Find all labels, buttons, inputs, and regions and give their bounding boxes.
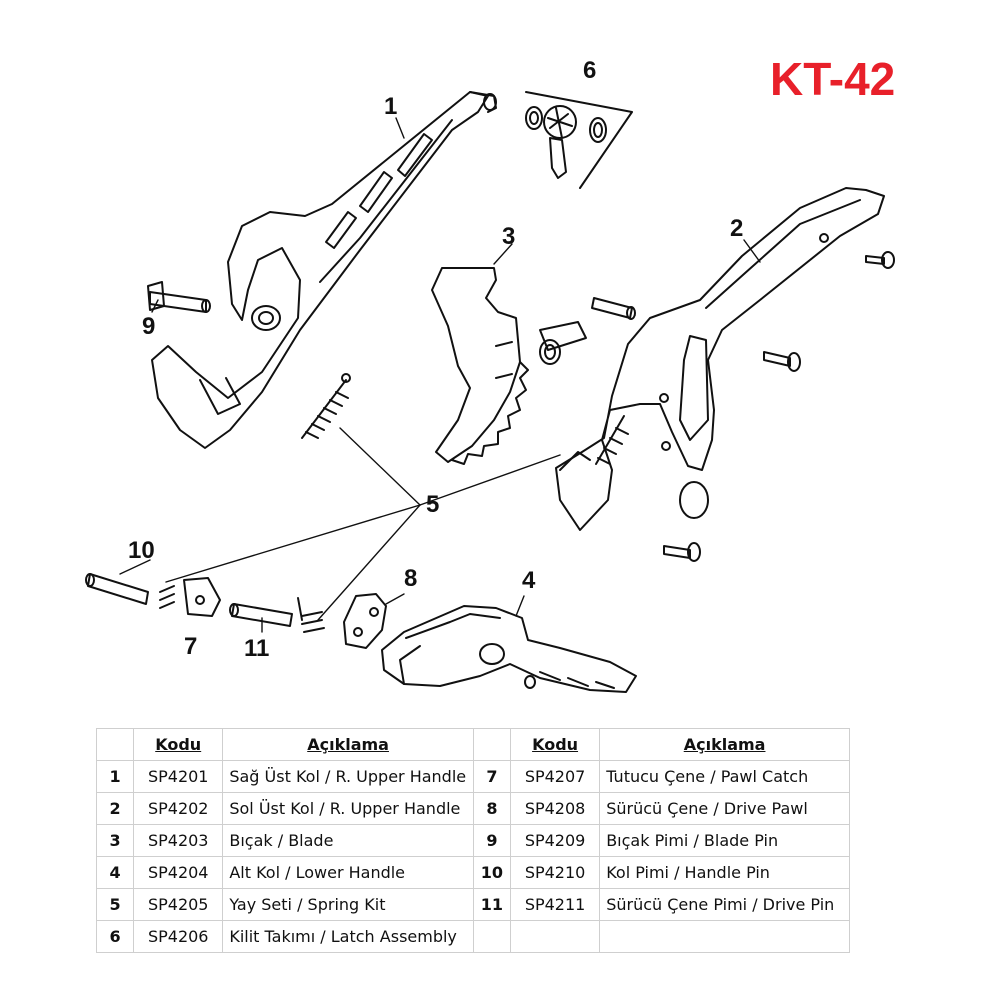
part-8-drive-pawl xyxy=(343,593,405,649)
header-no-left xyxy=(95,728,135,761)
part-code: SP4205 xyxy=(133,888,224,921)
callout-9: 9 xyxy=(142,313,155,340)
header-description-right: Açıklama xyxy=(599,728,850,761)
part-code: SP4203 xyxy=(133,824,224,857)
part-number: 2 xyxy=(95,792,135,825)
part-description: Tutucu Çene / Pawl Catch xyxy=(599,760,850,793)
part-code: SP4209 xyxy=(509,824,601,857)
part-7-pawl-catch xyxy=(159,577,221,617)
part-description: Kilit Takımı / Latch Assembly xyxy=(222,920,474,953)
leader-9 xyxy=(151,299,159,313)
part-number xyxy=(472,920,511,953)
part-3-blade xyxy=(431,267,587,465)
part-number: 5 xyxy=(95,888,135,921)
header-description-left: Açıklama xyxy=(222,728,474,761)
part-number: 10 xyxy=(472,856,511,889)
callout-11: 11 xyxy=(244,635,269,662)
part-number: 1 xyxy=(95,760,135,793)
callout-5: 5 xyxy=(426,491,439,518)
part-number: 6 xyxy=(95,920,135,953)
part-number: 8 xyxy=(472,792,511,825)
part-5-spring-on-handle xyxy=(595,415,629,465)
part-description: Alt Kol / Lower Handle xyxy=(222,856,474,889)
part-11-drive-pin xyxy=(229,603,293,633)
header-code-left: Kodu xyxy=(133,728,224,761)
part-code: SP4204 xyxy=(133,856,224,889)
part-code: SP4202 xyxy=(133,792,224,825)
callout-1: 1 xyxy=(384,93,397,120)
header-code-right: Kodu xyxy=(509,728,601,761)
screw-top xyxy=(865,251,895,269)
leader-5-b xyxy=(419,454,561,506)
part-description: Yay Seti / Spring Kit xyxy=(222,888,474,921)
part-number: 7 xyxy=(472,760,511,793)
callout-8: 8 xyxy=(404,565,417,592)
callout-2: 2 xyxy=(730,215,743,242)
part-code: SP4206 xyxy=(133,920,224,953)
part-9-blade-pin xyxy=(147,281,211,313)
part-1-upper-handle xyxy=(151,91,497,449)
part-6-latch-assembly xyxy=(525,91,633,189)
part-description: Sürücü Çene Pimi / Drive Pin xyxy=(599,888,850,921)
screw-bottom xyxy=(663,542,701,562)
part-5-spring-lower xyxy=(297,597,325,633)
leader-5-c xyxy=(165,504,421,583)
part-10-handle-pin xyxy=(85,559,151,605)
part-description: Sağ Üst Kol / R. Upper Handle xyxy=(222,760,474,793)
part-number: 3 xyxy=(95,824,135,857)
part-description: Bıçak Pimi / Blade Pin xyxy=(599,824,850,857)
header-no-right xyxy=(472,728,511,761)
callout-10: 10 xyxy=(128,537,155,564)
callout-4: 4 xyxy=(522,567,536,594)
part-4-lower-handle xyxy=(381,595,637,693)
leader-2 xyxy=(743,239,761,263)
exploded-parts-diagram: 1 2 3 4 5 6 7 8 9 10 11 xyxy=(85,57,895,693)
part-code xyxy=(509,920,601,953)
pin-near-part-2 xyxy=(591,297,636,320)
leader-3 xyxy=(493,243,513,265)
part-description: Sol Üst Kol / R. Upper Handle xyxy=(222,792,474,825)
part-number: 11 xyxy=(472,888,511,921)
part-number: 4 xyxy=(95,856,135,889)
callout-3: 3 xyxy=(502,223,515,250)
part-description: Sürücü Çene / Drive Pawl xyxy=(599,792,850,825)
part-2-upper-handle xyxy=(555,187,885,531)
part-code: SP4201 xyxy=(133,760,224,793)
part-5-spring-upper xyxy=(301,373,351,439)
parts-table-header: Kodu Açıklama Kodu Açıklama xyxy=(95,728,850,761)
part-number: 9 xyxy=(472,824,511,857)
leader-5-a xyxy=(339,427,421,506)
part-description xyxy=(599,920,850,953)
leader-1 xyxy=(395,117,405,139)
leader-5-d xyxy=(317,504,421,621)
callout-6: 6 xyxy=(583,57,596,84)
part-code: SP4210 xyxy=(509,856,601,889)
part-description: Bıçak / Blade xyxy=(222,824,474,857)
callout-7: 7 xyxy=(184,633,197,660)
model-title: KT-42 xyxy=(770,53,896,105)
part-description: Kol Pimi / Handle Pin xyxy=(599,856,850,889)
part-code: SP4208 xyxy=(509,792,601,825)
part-code: SP4207 xyxy=(509,760,601,793)
part-code: SP4211 xyxy=(509,888,601,921)
screw-middle xyxy=(763,351,801,372)
